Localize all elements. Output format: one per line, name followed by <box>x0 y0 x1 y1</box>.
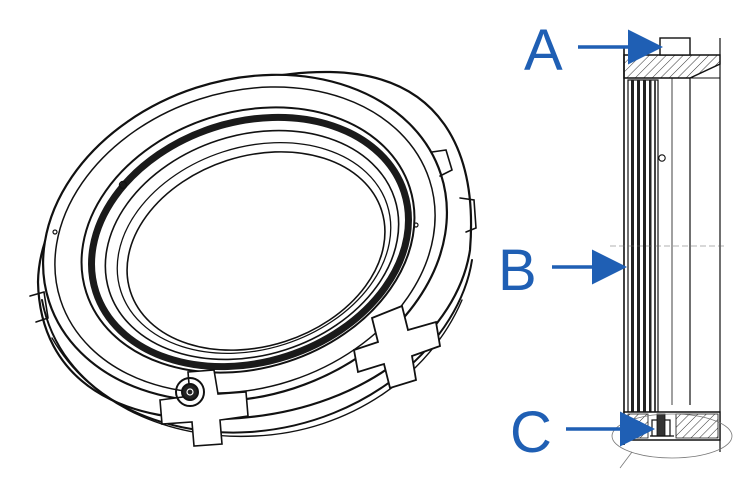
callout-a: A <box>524 18 663 83</box>
callout-b: B <box>498 238 627 303</box>
section-view <box>610 37 733 469</box>
callout-c: C <box>510 400 655 465</box>
label-b: B <box>498 238 537 303</box>
label-a: A <box>524 18 563 83</box>
isometric-ring-view <box>29 70 477 447</box>
label-c: C <box>510 400 552 465</box>
